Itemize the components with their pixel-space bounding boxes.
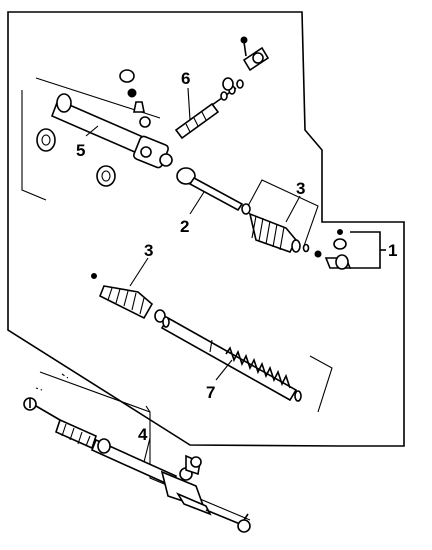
callout-1: 1 [388,241,397,260]
leader-4 [143,437,151,463]
callout-3-lower: 3 [144,241,153,260]
pinion-cap [222,36,270,91]
outer-tie-rod-end [314,229,386,270]
leader-3b [129,257,149,287]
housing-bracket [21,90,47,201]
boot-lower [91,273,166,323]
pinion-shaft [174,79,244,140]
rack-housing [36,93,173,187]
leader-2 [189,191,205,215]
assembly-bracket [39,371,251,521]
callout-2: 2 [180,217,189,236]
callout-7: 7 [206,383,215,402]
rack-bracket [309,355,333,413]
leader-7 [215,359,233,381]
callout-3-upper: 3 [296,179,305,198]
callout-5: 5 [76,141,85,160]
alignment-marks [35,373,151,413]
diagram-frame [7,11,405,447]
rack-bar [160,316,302,402]
callout-6: 6 [181,69,190,88]
rack-teeth [225,346,291,389]
boot-bracket [247,179,319,247]
leader-6 [187,87,191,121]
boot-upper [248,212,310,253]
housing-fittings [119,69,151,128]
leader-5 [85,125,99,137]
callout-4: 4 [138,425,148,444]
leader-3a [285,195,301,223]
leader-lines [85,87,301,463]
inner-tie-rod [176,167,251,215]
steering-gear-assembly [23,397,251,533]
